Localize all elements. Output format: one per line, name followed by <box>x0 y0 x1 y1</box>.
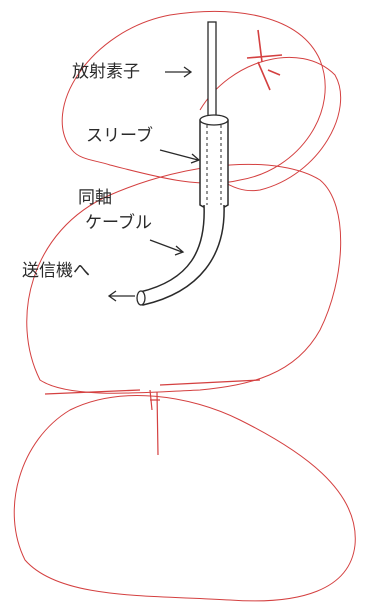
coax-cable <box>139 204 225 306</box>
sleeve <box>199 114 229 211</box>
cable-end <box>136 290 146 306</box>
ground-line <box>44 379 261 395</box>
fraction-sketch <box>246 29 283 91</box>
sleeve-label: スリーブ <box>86 126 153 146</box>
middle-lobe <box>26 163 342 394</box>
transmitter-label: 送信機へ <box>22 261 90 281</box>
sleeve-arrow <box>159 149 201 164</box>
element-label: 放射素子 <box>72 62 140 82</box>
element-arrow <box>165 66 193 78</box>
lower-lobe <box>13 395 356 602</box>
tx-arrow <box>107 290 135 302</box>
coax-label-line2: ケーブル <box>85 213 152 233</box>
cable-arrow <box>149 239 185 256</box>
coax-label-line1: 同軸 <box>78 188 112 208</box>
radiating-element <box>207 21 217 118</box>
sleeve-top <box>199 114 229 126</box>
mini-dipole <box>149 389 160 456</box>
upper-lobe <box>61 10 326 184</box>
